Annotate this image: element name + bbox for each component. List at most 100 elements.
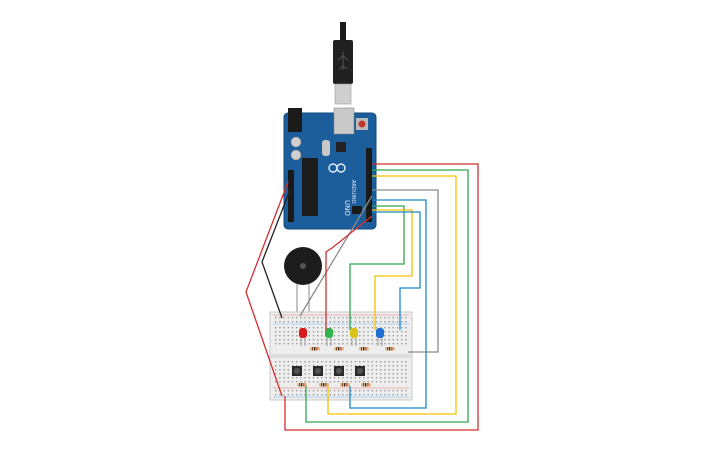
resistor-icon[interactable]: [340, 383, 350, 387]
breadboard[interactable]: [269, 311, 413, 401]
resistor-icon[interactable]: [319, 383, 329, 387]
resistor-icon[interactable]: [361, 383, 371, 387]
breadboard-hole: [338, 317, 340, 319]
breadboard-hole: [296, 343, 298, 345]
breadboard-hole: [287, 369, 289, 371]
breadboard-hole: [279, 317, 281, 319]
breadboard-hole: [363, 377, 365, 379]
breadboard-hole: [287, 394, 289, 396]
resistor-icon[interactable]: [334, 347, 344, 351]
led-blue[interactable]: [376, 328, 384, 346]
buzzer-hole: [300, 263, 306, 269]
pushbutton-icon[interactable]: [313, 366, 323, 376]
breadboard-hole: [350, 317, 352, 319]
breadboard-hole: [287, 339, 289, 341]
board-brand: ARDUINO: [350, 180, 356, 204]
breadboard-hole: [304, 365, 306, 367]
breadboard-hole: [304, 377, 306, 379]
wire-green-led: [349, 205, 405, 330]
breadboard-hole: [396, 343, 399, 345]
breadboard-hole: [321, 331, 323, 333]
breadboard-hole: [338, 339, 340, 341]
breadboard-hole: [363, 321, 365, 323]
resistor-band: [338, 347, 340, 351]
buzzer-icon[interactable]: [284, 247, 322, 318]
breadboard-hole: [396, 365, 399, 367]
breadboard-hole: [375, 390, 378, 392]
breadboard-hole: [317, 339, 319, 341]
breadboard-hole: [325, 369, 327, 371]
breadboard-hole: [392, 381, 394, 383]
resistor-icon[interactable]: [297, 383, 307, 387]
breadboard-hole: [380, 373, 382, 375]
led-green[interactable]: [325, 328, 333, 346]
breadboard-hole: [283, 343, 285, 345]
pushbutton-icon[interactable]: [334, 366, 344, 376]
resistor-icon[interactable]: [359, 347, 369, 351]
breadboard-hole: [388, 331, 390, 333]
breadboard-hole: [321, 343, 323, 345]
breadboard-hole: [380, 365, 382, 367]
pushbutton-group: [292, 366, 365, 376]
breadboard-hole: [329, 365, 331, 367]
arduino-board[interactable]: UNO ARDUINO: [283, 107, 377, 230]
breadboard-hole: [392, 335, 394, 337]
breadboard-hole: [329, 381, 331, 383]
resistor-icon[interactable]: [385, 347, 395, 351]
resistor-band: [340, 347, 342, 351]
breadboard-hole: [401, 377, 403, 379]
breadboard-hole: [338, 365, 340, 367]
breadboard-hole: [325, 390, 327, 392]
breadboard-hole: [388, 394, 390, 396]
led-red[interactable]: [299, 328, 307, 346]
breadboard-hole: [388, 390, 390, 392]
breadboard-hole: [375, 381, 378, 383]
resistor-band: [325, 383, 327, 387]
pushbutton-icon[interactable]: [355, 366, 365, 376]
breadboard-hole: [371, 377, 373, 379]
breadboard-hole: [279, 373, 281, 375]
breadboard-hole: [304, 394, 306, 396]
breadboard-hole: [354, 317, 357, 319]
usb-cable-icon[interactable]: [333, 22, 353, 105]
breadboard-hole: [304, 317, 306, 319]
breadboard-hole: [405, 369, 407, 371]
breadboard-hole: [363, 335, 365, 337]
breadboard-hole: [296, 331, 298, 333]
breadboard-hole: [354, 381, 357, 383]
resistor-band: [346, 383, 348, 387]
breadboard-hole: [396, 361, 399, 363]
breadboard-hole: [396, 335, 399, 337]
breadboard-hole: [300, 361, 302, 363]
breadboard-hole: [371, 339, 373, 341]
resistor-icon[interactable]: [310, 347, 320, 351]
breadboard-hole: [275, 335, 277, 337]
breadboard-hole: [312, 335, 315, 337]
breadboard-hole: [396, 339, 399, 341]
pushbutton-icon[interactable]: [292, 366, 302, 376]
breadboard-hole: [338, 335, 340, 337]
breadboard-hole: [338, 321, 340, 323]
breadboard-hole: [401, 335, 403, 337]
usb-cable: [340, 22, 346, 42]
breadboard-hole: [359, 317, 361, 319]
breadboard-hole: [283, 361, 285, 363]
breadboard-hole: [396, 377, 399, 379]
breadboard-hole: [275, 321, 277, 323]
breadboard-hole: [350, 377, 352, 379]
usb-symbol: [337, 52, 349, 70]
breadboard-hole: [367, 339, 369, 341]
breadboard-hole: [283, 373, 285, 375]
breadboard-hole: [333, 317, 336, 319]
led-yellow[interactable]: [350, 328, 358, 346]
breadboard-hole: [342, 365, 344, 367]
breadboard-hole: [401, 331, 403, 333]
breadboard-hole: [346, 369, 348, 371]
breadboard-hole: [384, 369, 386, 371]
breadboard-hole: [312, 365, 315, 367]
resistor-band: [336, 347, 337, 351]
breadboard-hole: [405, 373, 407, 375]
breadboard-hole: [283, 365, 285, 367]
breadboard-hole: [363, 327, 365, 329]
breadboard-hole: [325, 343, 327, 345]
